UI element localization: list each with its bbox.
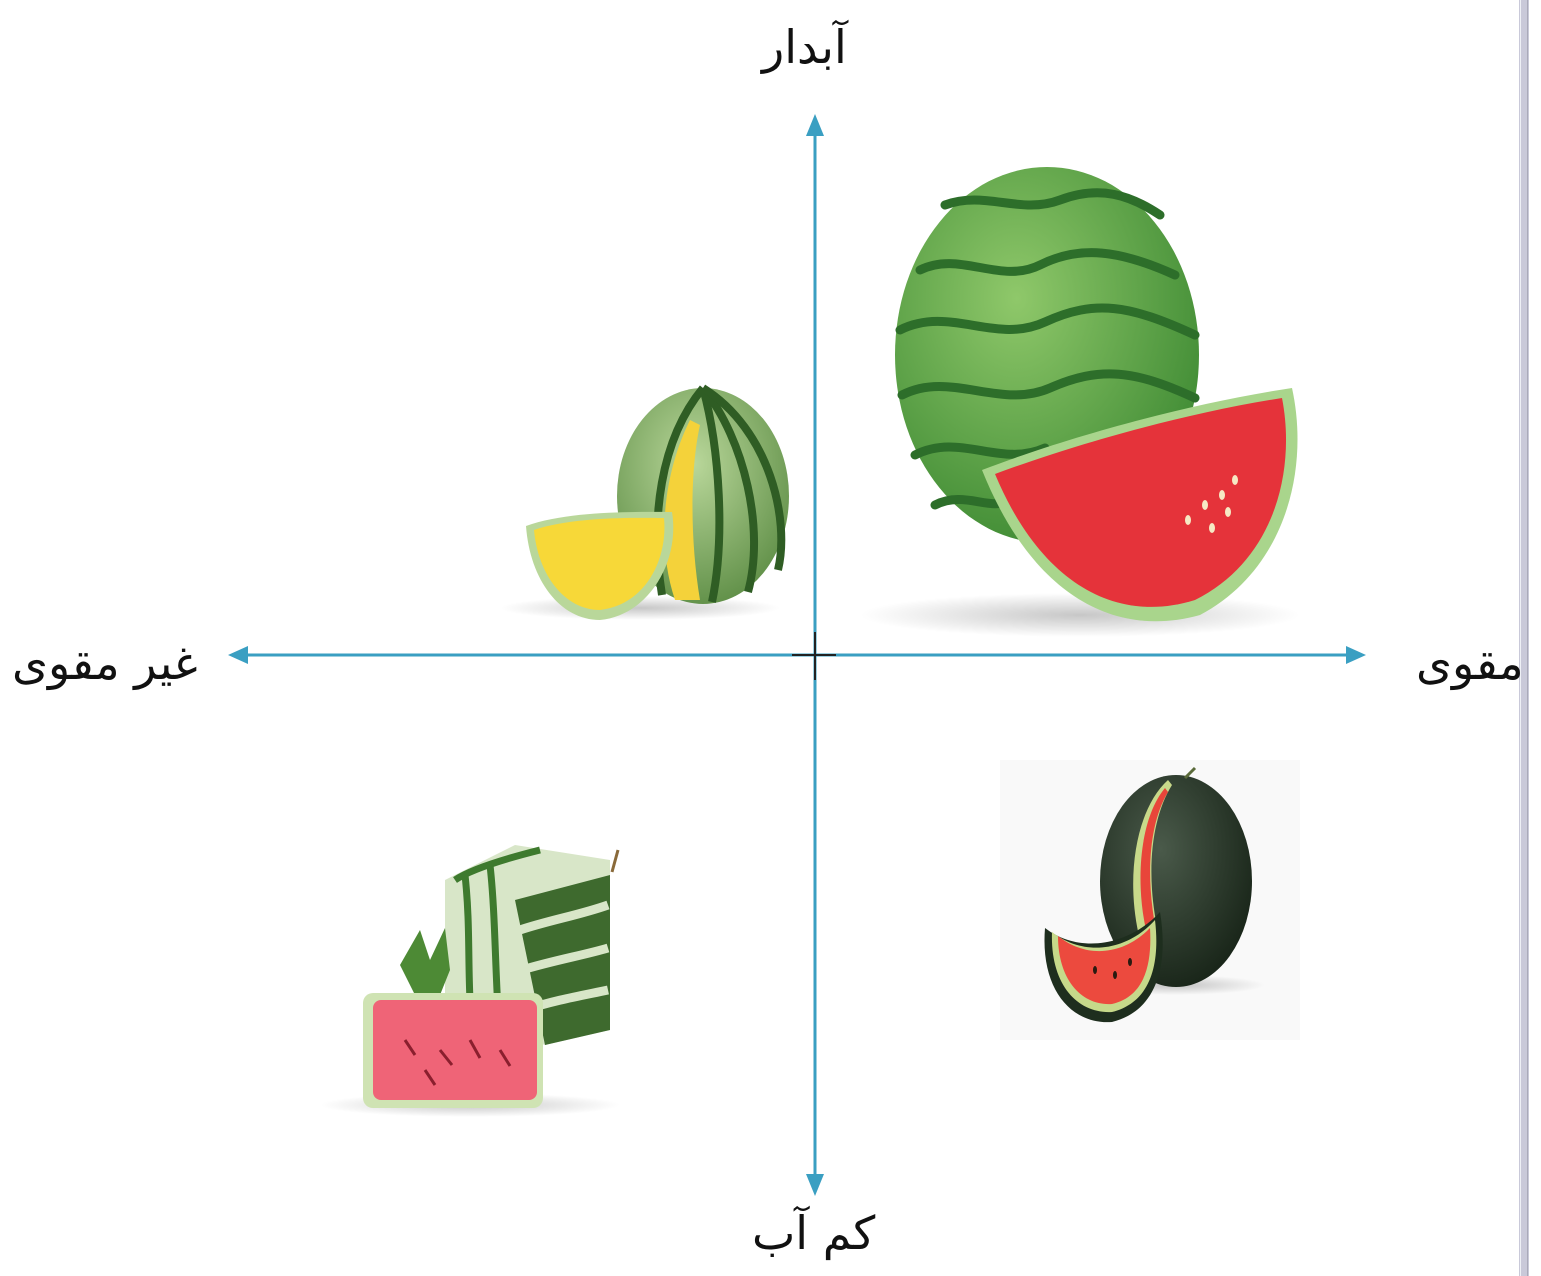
arrowhead-right bbox=[1346, 646, 1366, 664]
axis-label-right: مقوی bbox=[1416, 636, 1524, 690]
arrowhead-left bbox=[228, 646, 248, 664]
square-watermelon-image bbox=[320, 845, 620, 1117]
axis-label-left: غیر مقوی bbox=[12, 636, 198, 690]
axes bbox=[228, 114, 1366, 1196]
arrowhead-up bbox=[806, 114, 824, 136]
yellow-watermelon-image bbox=[500, 384, 789, 620]
page-edge-rule bbox=[1519, 0, 1529, 1276]
arrowhead-down bbox=[806, 1174, 824, 1196]
axis-label-top: آبدار bbox=[762, 20, 847, 74]
red-watermelon-image bbox=[860, 167, 1300, 637]
axis-label-bottom: کم آب bbox=[752, 1206, 876, 1260]
black-watermelon-image bbox=[1000, 760, 1300, 1040]
